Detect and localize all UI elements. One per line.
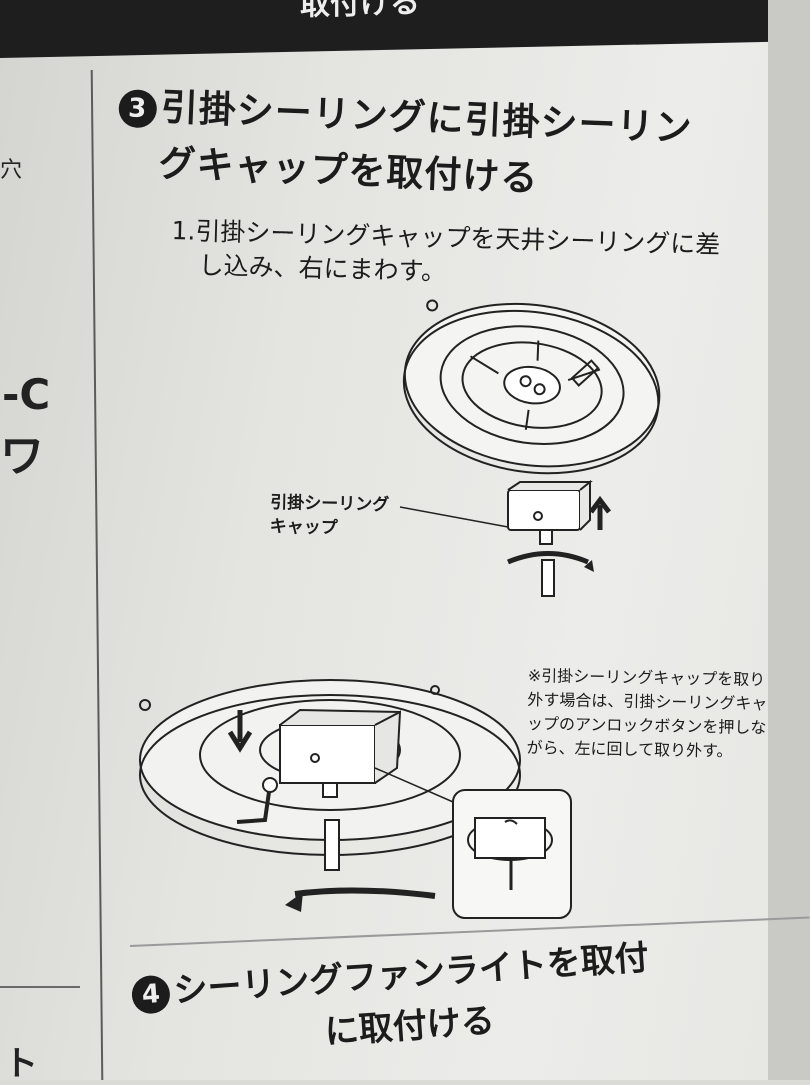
step-number-badge: 4 — [130, 973, 172, 1015]
column-divider — [90, 70, 104, 1080]
left-column-fragment: ワ — [0, 431, 44, 482]
page-edge — [768, 0, 810, 1080]
section-banner: 取付ける — [0, 0, 770, 58]
ceiling-rosette-illustration — [402, 299, 661, 597]
installed-cap-illustration — [139, 679, 572, 919]
left-column-fragment: ト — [4, 1044, 38, 1084]
instruction-text: 1.引掛シーリングキャップを天井シーリングに差 し込み、右にまわす。 — [170, 214, 792, 298]
callout-line2: キャップ — [269, 516, 338, 539]
section-banner-text: 取付ける — [300, 0, 420, 23]
left-rule — [0, 986, 80, 988]
figure-callout-label: 引掛シーリング キャップ — [270, 491, 390, 541]
step-number-badge: 3 — [118, 88, 158, 128]
left-column-fragment: -C — [2, 370, 51, 419]
callout-line1: 引掛シーリング — [270, 492, 390, 516]
leader-line — [399, 506, 509, 528]
left-column-fragment: 穴 — [0, 158, 23, 183]
